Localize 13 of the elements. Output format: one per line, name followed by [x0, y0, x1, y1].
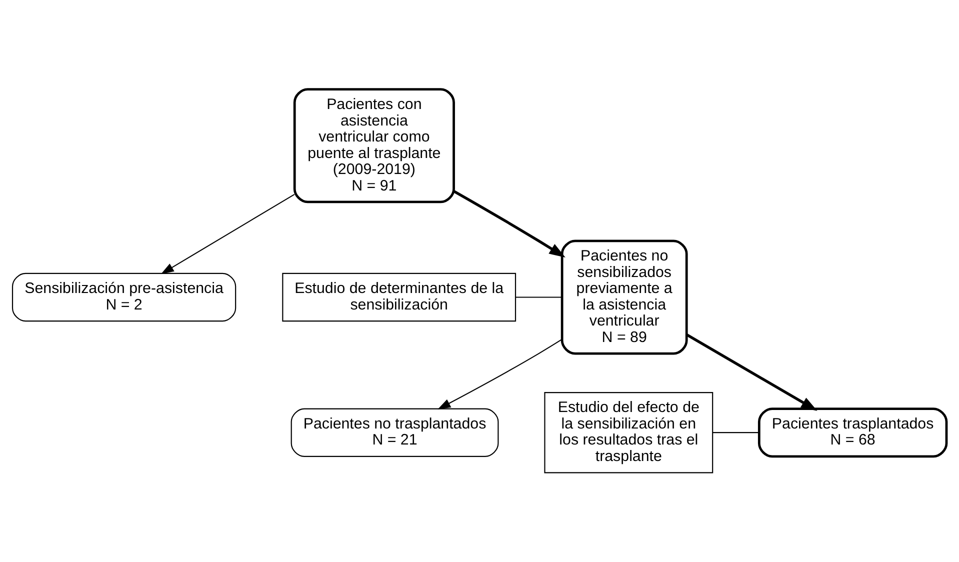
arrow	[160, 194, 295, 274]
arrow	[453, 190, 566, 258]
node-box: Pacientes no sensibilizados previamente a la asistencia ventricular N = 89	[560, 240, 688, 355]
node-box: Sensibilización pre-asistencia N = 2	[12, 272, 236, 322]
node-box: Pacientes con asistencia ventricular como puente al trasplante (2009-2019) N = 91	[293, 88, 455, 204]
connector	[712, 432, 759, 434]
connector	[516, 296, 562, 298]
node-box: Pacientes trasplantados N = 68	[758, 408, 948, 458]
arrow	[438, 339, 562, 410]
arrow	[686, 334, 818, 411]
node-box: Pacientes no trasplantados N = 21	[290, 408, 499, 457]
node-box: Estudio de determinantes de la sensibilización	[282, 272, 516, 322]
node-box: Estudio del efecto de la sensibilización en los resultados tras el trasplante	[544, 392, 714, 474]
